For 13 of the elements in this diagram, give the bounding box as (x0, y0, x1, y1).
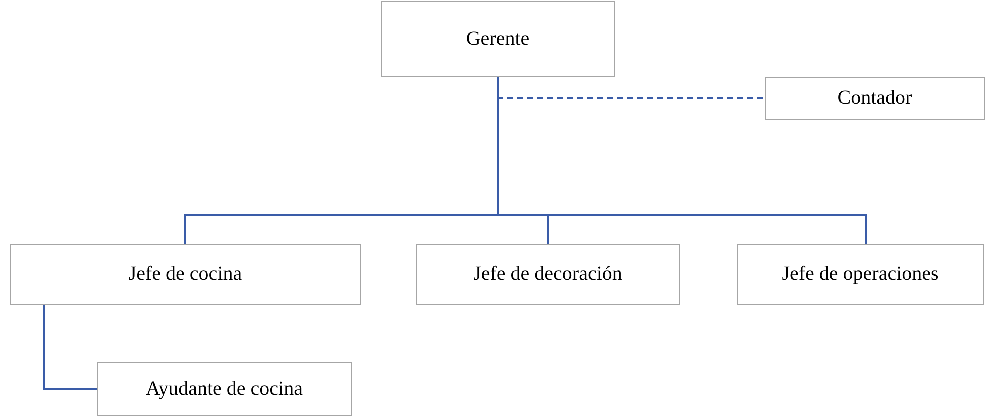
org-box (416, 244, 680, 305)
role-label: Jefe de cocina (128, 263, 242, 286)
org-box (97, 362, 352, 416)
org-box (10, 244, 361, 305)
org-box (765, 77, 985, 120)
role-label: Jefe de operaciones (782, 263, 939, 286)
role-label: Gerente (466, 28, 530, 50)
role-label: Contador (838, 87, 912, 110)
org-box (737, 244, 984, 305)
connector-line (43, 305, 97, 390)
role-label: Ayudante de cocina (146, 378, 303, 400)
org-box (381, 1, 615, 77)
role-label: Jefe de decoración (474, 263, 622, 286)
